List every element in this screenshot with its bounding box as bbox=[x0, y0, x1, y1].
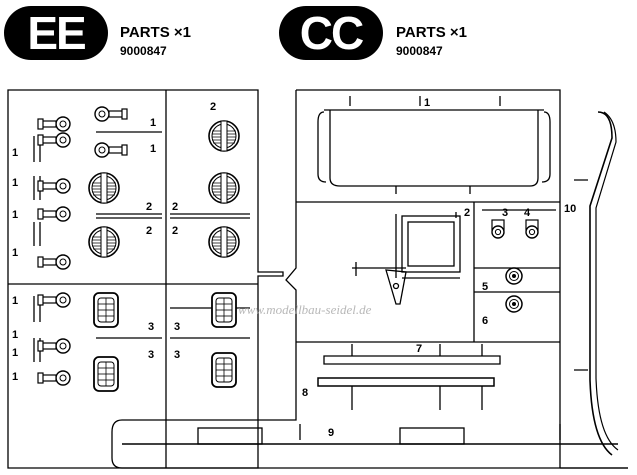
label-cc-5: 5 bbox=[482, 281, 488, 293]
tree-cc-parts-label: PARTS ×1 bbox=[396, 24, 467, 41]
label-cc-2: 2 bbox=[464, 207, 470, 219]
tree-cc-badge: CC bbox=[279, 6, 383, 60]
label-2d: 2 bbox=[146, 225, 152, 237]
label-3c: 3 bbox=[148, 349, 154, 361]
label-3a: 3 bbox=[148, 321, 154, 333]
label-3d: 3 bbox=[174, 349, 180, 361]
label-2b: 2 bbox=[146, 201, 152, 213]
label-2a: 2 bbox=[210, 101, 216, 113]
label-1i: 1 bbox=[12, 347, 18, 359]
label-1b: 1 bbox=[150, 143, 156, 155]
label-cc-6: 6 bbox=[482, 315, 488, 327]
label-2e: 2 bbox=[172, 225, 178, 237]
label-cc-7: 7 bbox=[416, 343, 422, 355]
label-1g: 1 bbox=[12, 295, 18, 307]
label-1a: 1 bbox=[150, 117, 156, 129]
label-1c: 1 bbox=[12, 147, 18, 159]
tree-ee-parts-label: PARTS ×1 bbox=[120, 24, 191, 41]
label-1f: 1 bbox=[12, 247, 18, 259]
tree-cc-code: CC bbox=[299, 7, 364, 59]
label-cc-1: 1 bbox=[424, 97, 430, 109]
tree-ee-part-number: 9000847 bbox=[120, 44, 167, 58]
watermark: www.modellbau-seidel.de bbox=[238, 302, 372, 317]
label-1h: 1 bbox=[12, 329, 18, 341]
label-cc-9: 9 bbox=[328, 427, 334, 439]
tree-ee-badge: EE bbox=[4, 6, 108, 60]
label-2c: 2 bbox=[172, 201, 178, 213]
label-cc-4: 4 bbox=[524, 207, 531, 219]
label-1j: 1 bbox=[12, 371, 18, 383]
label-3b: 3 bbox=[174, 321, 180, 333]
tree-cc-part-number: 9000847 bbox=[396, 44, 443, 58]
label-cc-3: 3 bbox=[502, 207, 508, 219]
label-cc-8: 8 bbox=[302, 387, 308, 399]
label-1e: 1 bbox=[12, 209, 18, 221]
label-1d: 1 bbox=[12, 177, 18, 189]
tree-ee-code: EE bbox=[27, 7, 86, 59]
label-cc-10: 10 bbox=[564, 203, 576, 215]
